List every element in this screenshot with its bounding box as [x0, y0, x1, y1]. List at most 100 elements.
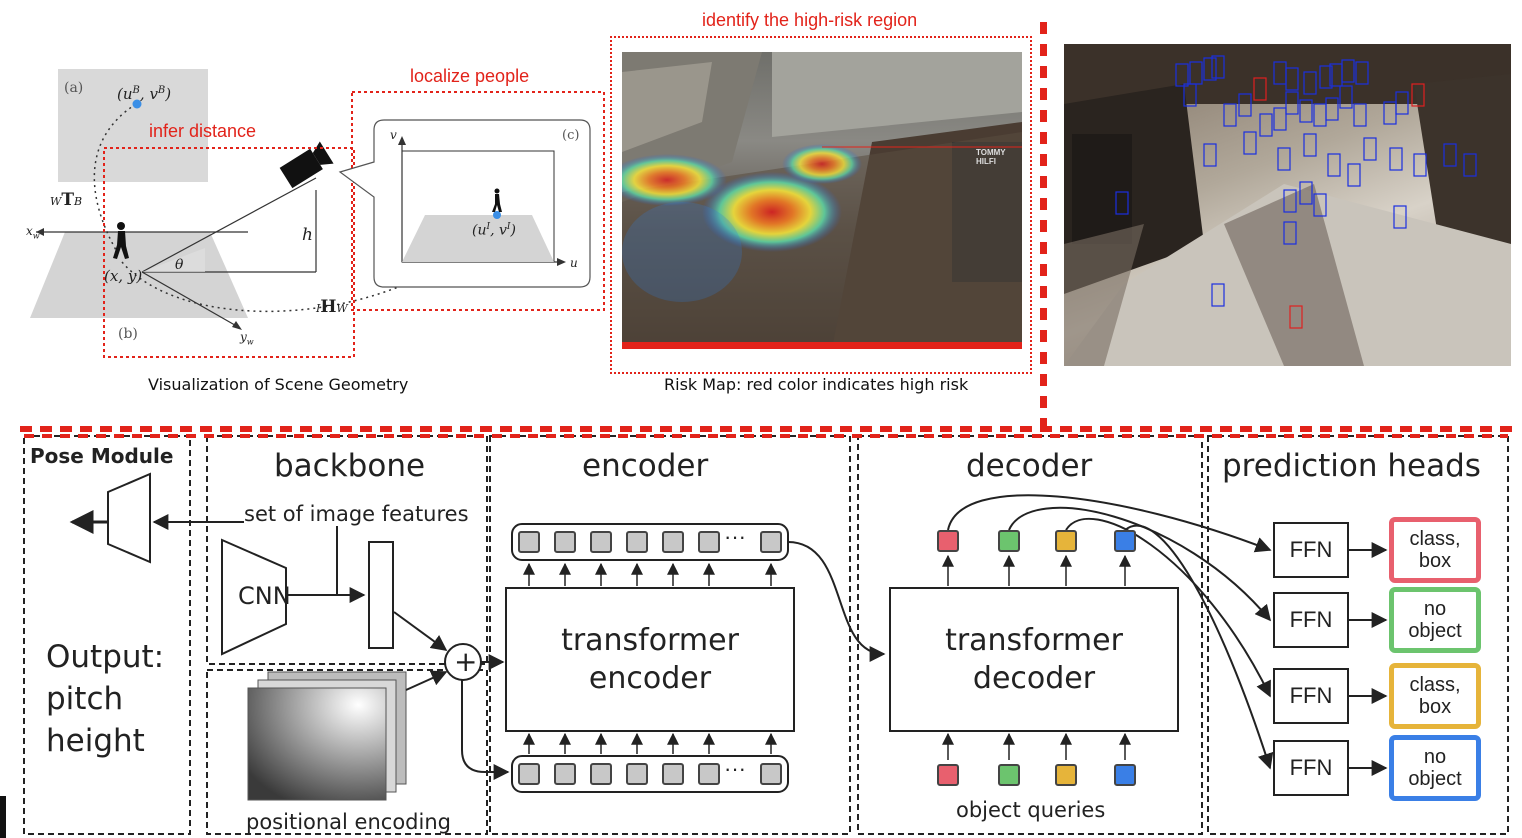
pose-head-shape — [107, 472, 151, 564]
plus-sign: + — [454, 645, 478, 678]
architecture-svg — [23, 434, 1509, 835]
detection-box — [1341, 59, 1355, 83]
encoder-input-token — [554, 763, 576, 785]
label-u: u — [570, 256, 578, 270]
ffn-box: FFN — [1273, 668, 1349, 724]
detection-box — [1325, 97, 1339, 121]
encoder-input-token — [626, 763, 648, 785]
label-xy: (x, y) — [104, 267, 143, 285]
query-to-ffn-arrow — [1124, 524, 1274, 770]
label-b: (b) — [118, 326, 138, 342]
detection-box — [1443, 143, 1457, 167]
object-query — [1055, 764, 1077, 786]
detection-box — [1211, 283, 1225, 307]
label-ub-vb: (uB, vB) — [117, 85, 172, 103]
query-to-ffn-arrow — [1008, 506, 1272, 622]
detection-box — [1183, 83, 1197, 107]
detection-box — [1285, 67, 1299, 91]
encoder-input-token — [698, 763, 720, 785]
encoder-input-token — [590, 763, 612, 785]
ffn-box: FFN — [1273, 740, 1349, 796]
encoder-input-token — [760, 763, 782, 785]
localize-people-label: localize people — [410, 66, 530, 86]
encoder-output-token — [554, 531, 576, 553]
architecture-panel: Pose Module Output: pitch height backbon… — [0, 432, 1522, 838]
risk-map-image: TOMMY HILFI — [622, 52, 1022, 349]
encoder-input-token — [662, 763, 684, 785]
detection-box — [1175, 63, 1189, 87]
scene-geometry-caption: Visualization of Scene Geometry — [148, 375, 409, 394]
positional-encoding-image — [247, 687, 387, 801]
point-ub-vb — [132, 99, 142, 109]
detection-box — [1393, 205, 1407, 229]
detection-box — [1319, 65, 1333, 89]
person-small-icon — [492, 188, 502, 212]
detection-box — [1299, 99, 1313, 123]
decoder-output-query — [998, 530, 1020, 552]
infer-distance-box — [103, 147, 355, 358]
risk-map-caption: Risk Map: red color indicates high risk — [664, 375, 969, 394]
query-to-ffn-arrow — [947, 494, 1272, 553]
ffn-box: FFN — [1273, 522, 1349, 578]
detection-box — [1389, 147, 1403, 171]
encoder-output-token — [590, 531, 612, 553]
query-to-ffn-arrow — [1065, 517, 1271, 698]
label-c: (c) — [562, 128, 580, 143]
detection-box — [1347, 163, 1361, 187]
positional-encoding-label: positional encoding — [246, 810, 451, 834]
detection-box — [1339, 85, 1353, 109]
encoder-output-token — [518, 531, 540, 553]
detection-box — [1313, 103, 1327, 127]
store-sign: TOMMY HILFI — [976, 148, 1006, 166]
object-query — [1114, 764, 1136, 786]
label-a: (a) — [64, 80, 84, 96]
detection-box — [1277, 147, 1291, 171]
encoder-title: encoder — [582, 448, 709, 484]
detection-box — [1283, 221, 1297, 245]
detection-box — [1115, 191, 1129, 215]
detection-box — [1253, 77, 1267, 101]
encoder-output-token — [662, 531, 684, 553]
detection-box — [1355, 61, 1369, 85]
object-queries-label: object queries — [956, 798, 1106, 822]
scene-geometry-svg — [30, 69, 605, 358]
detection-box — [1289, 305, 1303, 329]
detection-box — [1413, 153, 1427, 177]
decoder-arrows — [942, 554, 1131, 760]
encoder-input-token — [518, 763, 540, 785]
image-plane-a — [58, 69, 208, 182]
detection-box — [1285, 91, 1299, 115]
object-query — [998, 764, 1020, 786]
detection-box — [1313, 193, 1327, 217]
horizontal-separator — [20, 426, 1520, 432]
localize-people-box — [351, 91, 605, 311]
encoder-output-token — [698, 531, 720, 553]
detection-box — [1383, 101, 1397, 125]
decoder-title: decoder — [966, 448, 1093, 484]
label-wtb: WTB — [50, 190, 83, 210]
detection-box — [1353, 103, 1367, 127]
label-xw: xw — [26, 224, 40, 241]
label-yw: yw — [240, 330, 254, 347]
cnn-label: CNN — [238, 582, 291, 610]
object-query — [937, 764, 959, 786]
edge-mark — [0, 796, 6, 838]
prediction-heads-title: prediction heads — [1222, 448, 1481, 484]
detection-image — [1064, 44, 1511, 366]
decoder-frame — [857, 435, 1203, 835]
heat-blob-1 — [702, 172, 842, 252]
ground-plane-c — [402, 215, 554, 262]
backbone-frame — [206, 435, 488, 665]
detection-box — [1327, 153, 1341, 177]
ffn-box: FFN — [1273, 592, 1349, 648]
label-theta: θ — [175, 257, 184, 273]
pose-output-text: Output: pitch height — [46, 639, 165, 759]
prediction-output-box: no object — [1389, 587, 1481, 653]
dotted-curve-wtb — [93, 103, 137, 251]
decoder-output-query — [1114, 530, 1136, 552]
detection-box — [1259, 113, 1273, 137]
risk-map-title: identify the high-risk region — [702, 10, 918, 30]
label-ihw: IHW — [316, 297, 348, 317]
detection-box — [1303, 133, 1317, 157]
pose-module-title: Pose Module — [30, 444, 174, 468]
